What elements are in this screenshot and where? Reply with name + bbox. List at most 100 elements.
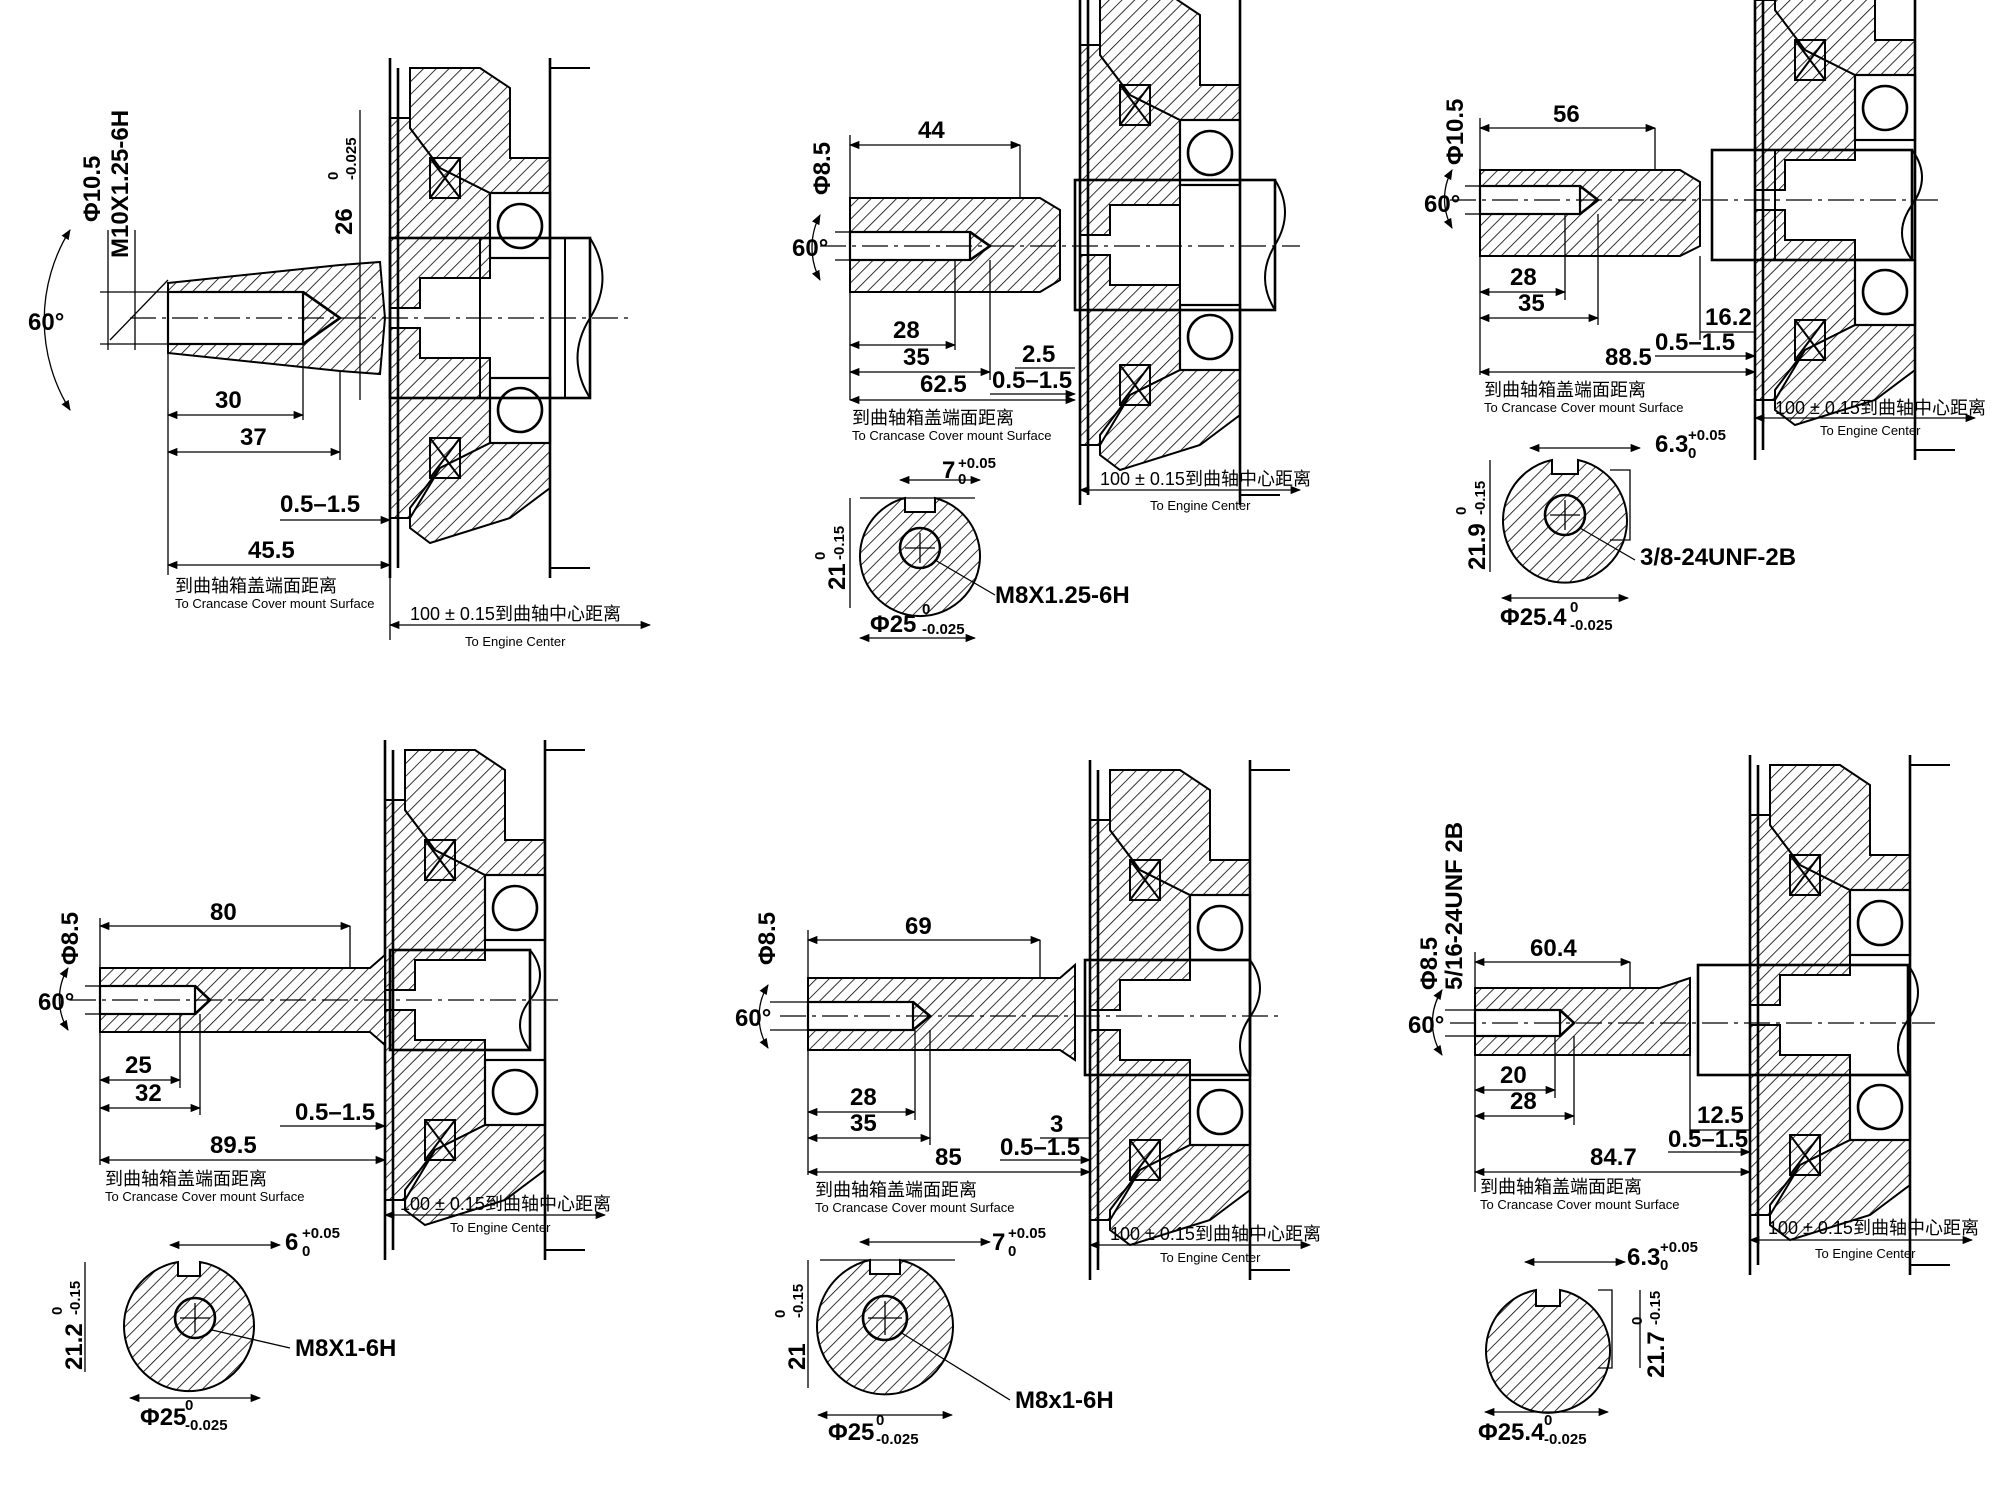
view-c-flat-tol-lo: -0.15 [1472,481,1489,515]
view-d-gap: 0.5–1.5 [295,1099,375,1126]
view-c-center-en: To Engine Center [1820,423,1921,438]
view-d-shaft: Φ25 [140,1404,186,1431]
view-e-gap: 0.5–1.5 [1000,1134,1080,1161]
view-a-gap: 0.5–1.5 [280,491,360,518]
view-e-dia: Φ8.5 [754,912,781,965]
view-c-cross-section [1502,458,1631,584]
view-b-angle: 60° [792,235,828,262]
view-e-crankcase-cn: 到曲轴箱盖端面距离 [815,1180,977,1200]
view-b-d2: 35 [903,344,930,371]
view-b-flat: 21 [824,563,851,590]
view-a-shaft-tol-up: 0 [325,172,342,180]
view-d-center-en: To Engine Center [450,1220,551,1235]
view-c-dia: Φ10.5 [1442,99,1469,165]
view-f-key: 6.3 [1627,1244,1660,1271]
view-e-flat-tol-lo: -0.15 [790,1284,807,1318]
view-d-length: 80 [210,899,237,926]
view-d-key-tol-up: +0.05 [302,1225,340,1242]
view-d-cross-section [123,1260,255,1393]
view-f-cross-section [1485,1288,1613,1414]
view-e-flat-tol-up: 0 [772,1310,789,1318]
view-f-flat-tol-lo: -0.15 [1647,1291,1664,1325]
view-f-thread-top: 5/16-24UNF 2B [1441,822,1468,990]
view-e-thread: M8x1-6H [1015,1387,1114,1414]
view-c-shaft: Φ25.4 [1500,604,1567,631]
view-c-crankcase-en: To Crancase Cover mount Surface [1484,400,1683,415]
view-d-dia: Φ8.5 [57,912,84,965]
view-d-shaft-tol-lo: -0.025 [185,1417,228,1434]
view-e-step: 3 [1050,1111,1063,1138]
view-a-shaft-tol: -0.025 [343,137,360,180]
view-c-step: 16.2 [1705,304,1752,331]
view-a-shaft-dia: 26 [331,208,358,235]
view-f-gap: 0.5–1.5 [1668,1126,1748,1153]
view-f-center-cn: 100 ± 0.15到曲轴中心距离 [1768,1218,1979,1238]
view-f-d1: 20 [1500,1062,1527,1089]
view-e-length: 69 [905,913,932,940]
view-b-d1: 28 [893,317,920,344]
view-b-key: 7 [942,457,955,484]
view-b-shaft-tol-up: 0 [922,601,930,618]
view-c-angle: 60° [1424,191,1460,218]
view-a-angle: 60° [28,309,64,336]
view-a-thread: M10X1.25-6H [107,110,134,258]
view-b-key-tol-up: +0.05 [958,455,996,472]
view-a-total: 45.5 [248,537,295,564]
view-b-total: 62.5 [920,371,967,398]
view-b-shaft-tol-lo: -0.025 [922,621,965,638]
view-e-flat: 21 [784,1343,811,1370]
view-d-key-tol-lo: 0 [302,1243,310,1260]
view-a-dia: Φ10.5 [79,156,106,222]
view-b-gap: 0.5–1.5 [992,367,1072,394]
view-d-angle: 60° [38,989,74,1016]
view-c-key-tol-lo: 0 [1688,445,1696,462]
view-d-thread: M8X1-6H [295,1335,396,1362]
view-c-gap: 0.5–1.5 [1655,329,1735,356]
view-d-crankcase-cn: 到曲轴箱盖端面距离 [105,1169,267,1189]
view-c-key: 6.3 [1655,431,1688,458]
view-c-total: 88.5 [1605,344,1652,371]
view-f-center-en: To Engine Center [1815,1246,1916,1261]
view-f-d2: 28 [1510,1088,1537,1115]
view-f-key-tol-up: +0.05 [1660,1239,1698,1256]
view-e-center-cn: 100 ± 0.15到曲轴中心距离 [1110,1224,1321,1244]
view-c-length: 56 [1553,101,1580,128]
view-a-d2: 37 [240,424,267,451]
view-b-shaft: Φ25 [870,611,916,638]
view-c-key-tol-up: +0.05 [1688,427,1726,444]
view-d-center-cn: 100 ± 0.15到曲轴中心距离 [400,1194,611,1214]
view-e-angle: 60° [735,1005,771,1032]
view-d-straight-shaft: 80 Φ8.5 60° 25 32 0.5–1.5 89.5 到曲轴箱盖端面距离… [38,738,611,1434]
view-b-center-cn: 100 ± 0.15到曲轴中心距离 [1100,469,1311,489]
view-b-step: 2.5 [1022,341,1055,368]
view-a-center-cn: 100 ± 0.15到曲轴中心距离 [410,604,621,624]
view-e-total: 85 [935,1144,962,1171]
view-d-d2: 32 [135,1080,162,1107]
view-b-flat-tol-lo: -0.15 [831,526,848,560]
view-b-center-en: To Engine Center [1150,498,1251,513]
view-e-housing [1088,758,1292,1282]
view-a-center-en: To Engine Center [465,634,566,649]
view-e-shaft-tol-lo: -0.025 [876,1431,919,1448]
view-e-key-tol-lo: 0 [1008,1243,1016,1260]
view-a-tapered-shaft: 60° Φ10.5 M10X1.25-6H 26 0 -0.025 30 37 … [28,56,652,649]
view-c-flat-tol-up: 0 [1453,507,1470,515]
view-a-d1: 30 [215,387,242,414]
view-e-crankcase-en: To Crancase Cover mount Surface [815,1200,1014,1215]
view-e-d1: 28 [850,1084,877,1111]
view-c-straight-shaft: 56 Φ10.5 60° 28 35 16.2 0.5–1.5 88.5 到曲轴… [1424,0,1986,634]
view-d-flat: 21.2 [61,1323,88,1370]
view-f-crankcase-en: To Crancase Cover mount Surface [1480,1197,1679,1212]
view-e-shaft: Φ25 [828,1419,874,1446]
view-e-key-tol-up: +0.05 [1008,1225,1046,1242]
view-c-shaft-tol-lo: -0.025 [1570,617,1613,634]
view-b-crankcase-cn: 到曲轴箱盖端面距离 [852,408,1014,428]
view-f-crankcase-cn: 到曲轴箱盖端面距离 [1480,1177,1642,1197]
view-e-shaft-tol-up: 0 [876,1412,884,1429]
view-b-dia: Φ8.5 [809,142,836,195]
view-d-flat-tol-up: 0 [49,1307,66,1315]
view-f-shaft-tol-up: 0 [1544,1412,1552,1429]
view-c-thread: 3/8-24UNF-2B [1640,544,1796,571]
view-f-angle: 60° [1408,1012,1444,1039]
